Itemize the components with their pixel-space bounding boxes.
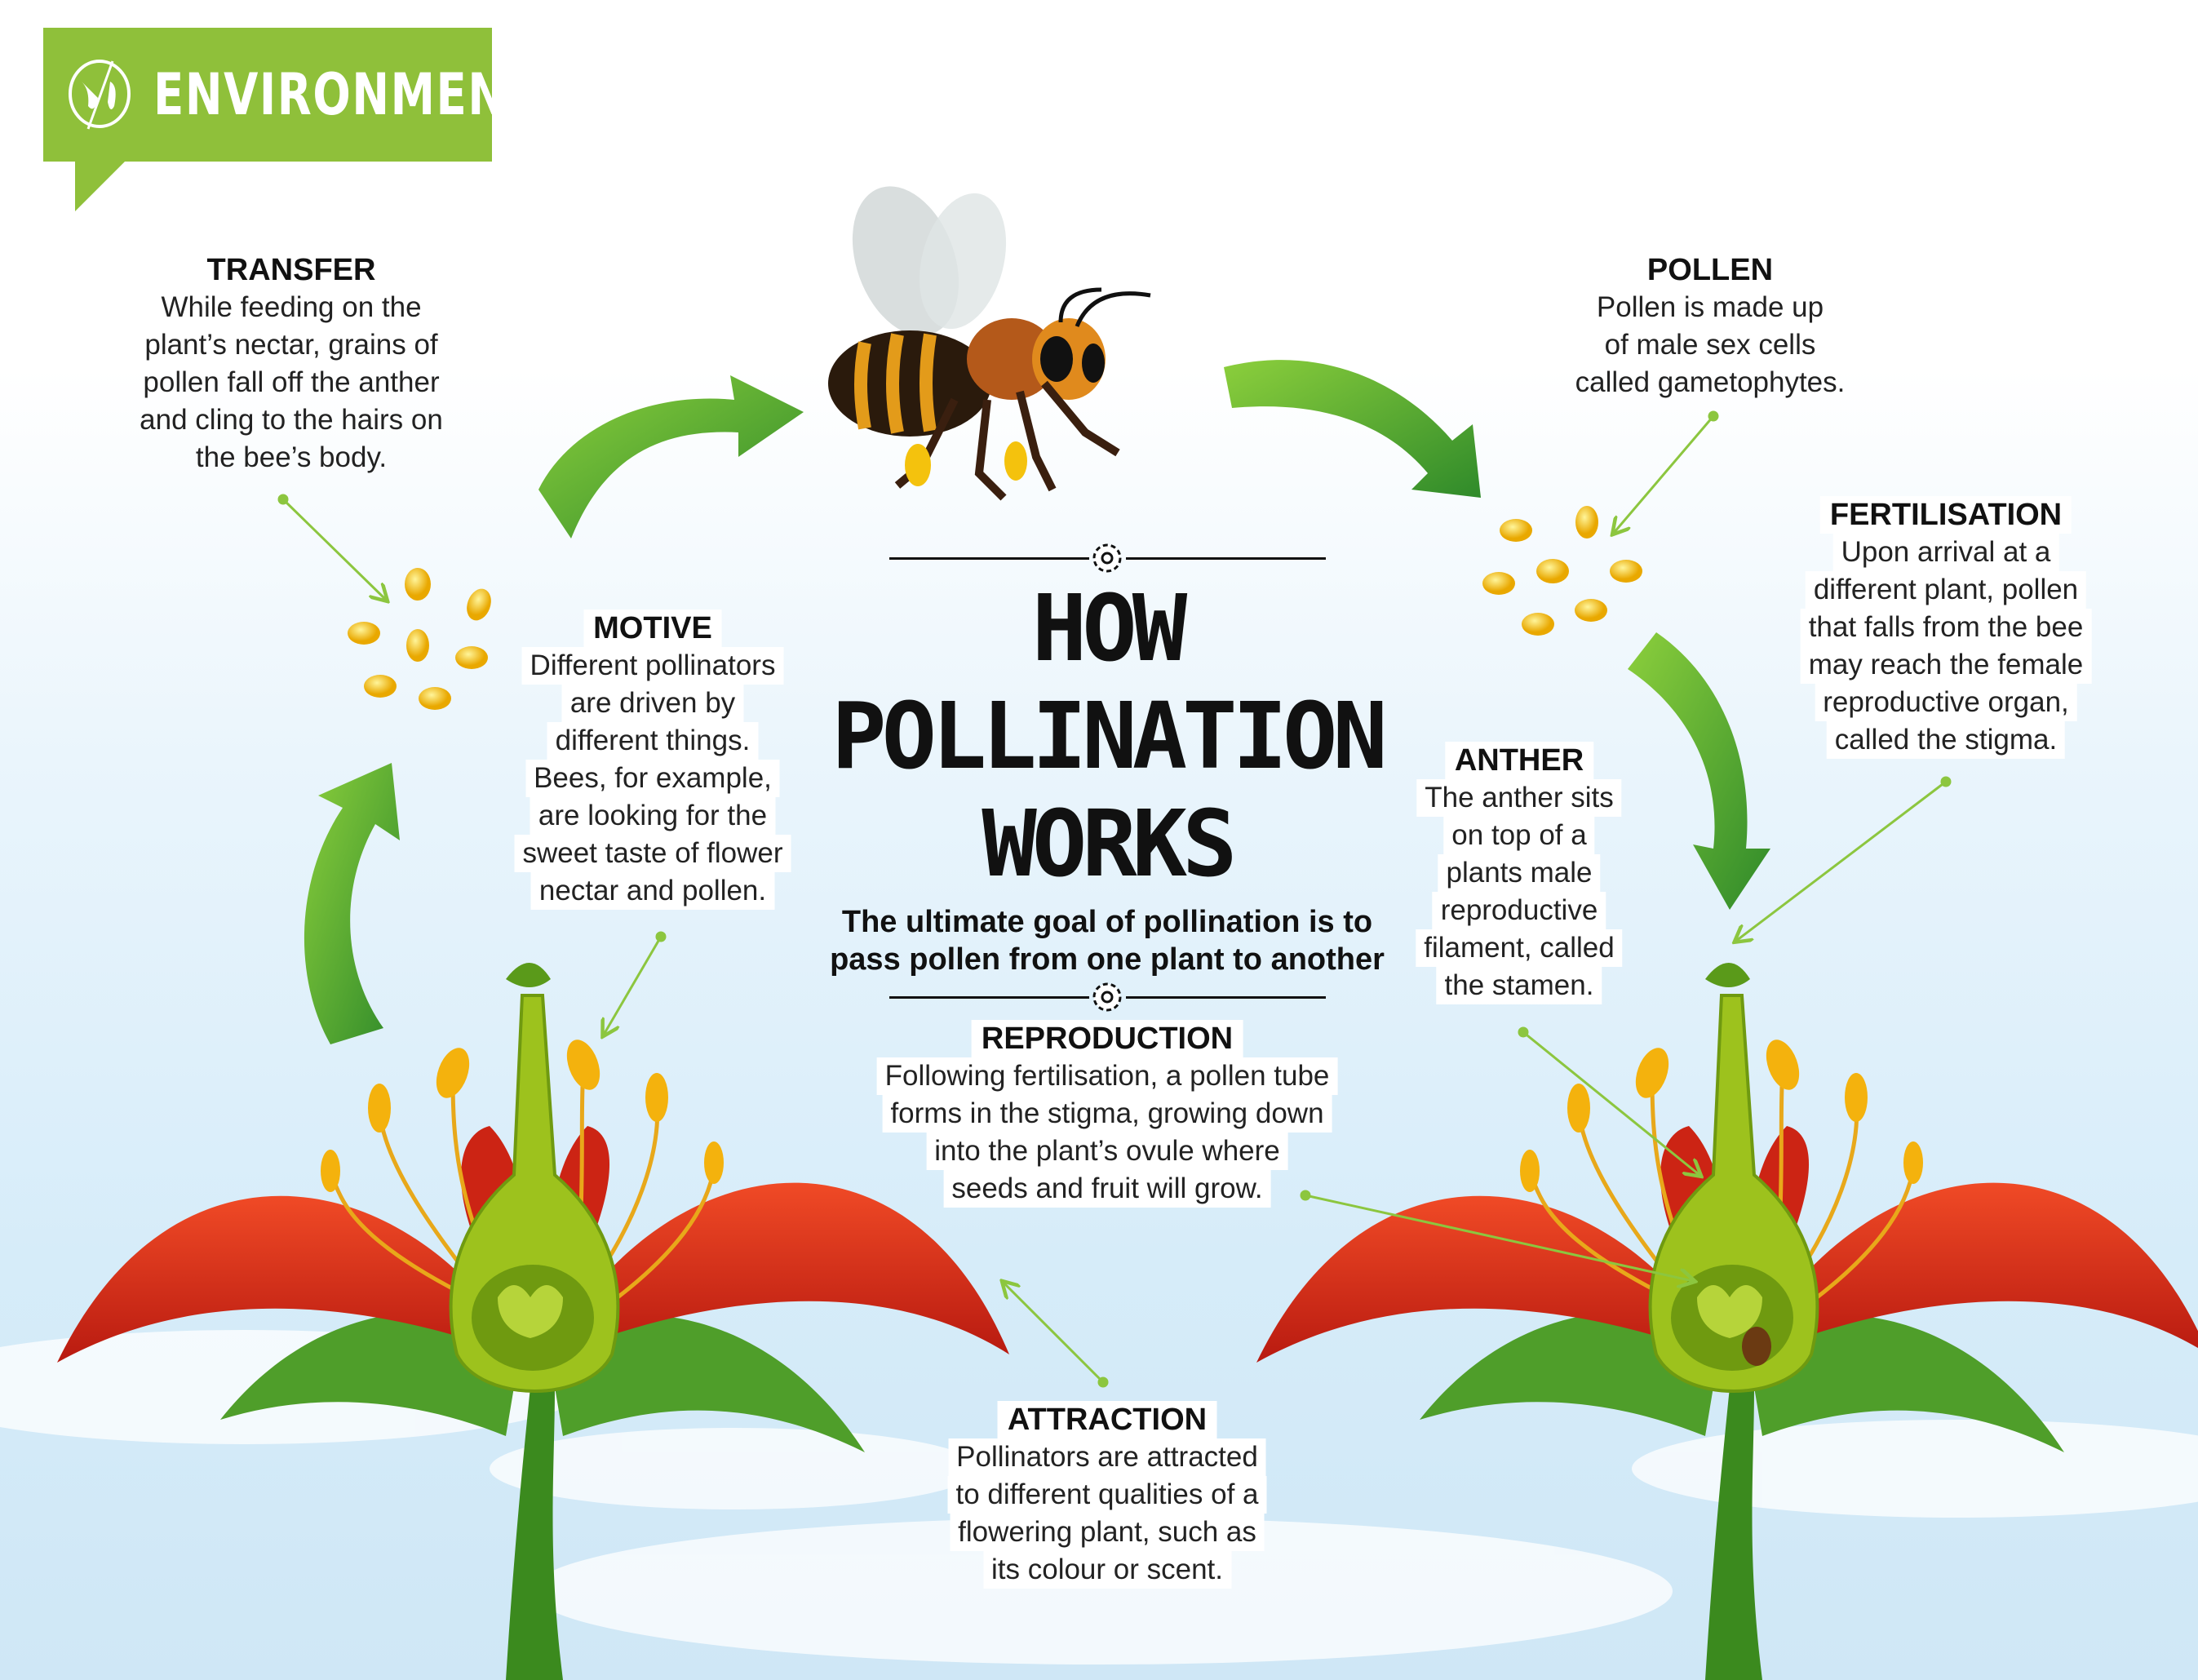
divider-line bbox=[1126, 557, 1326, 560]
section-heading: TRANSFER bbox=[206, 253, 376, 287]
section-text: the stamen. bbox=[1436, 967, 1602, 1004]
section-heading: MOTIVE bbox=[583, 609, 722, 647]
section-text: reproductive bbox=[1432, 892, 1606, 929]
pollen-grains-left bbox=[348, 568, 491, 710]
pollen-grains-right bbox=[1482, 506, 1642, 636]
section-text: are driven by bbox=[561, 685, 744, 722]
section-text: sweet taste of flower bbox=[514, 835, 791, 872]
divider-line bbox=[889, 996, 1089, 999]
left-flower bbox=[57, 963, 1009, 1680]
section-text: filament, called bbox=[1416, 929, 1623, 967]
section-text: different things. bbox=[547, 722, 759, 760]
section-text: plants male bbox=[1438, 854, 1601, 892]
reproduction-section: REPRODUCTION Following fertilisation, a … bbox=[876, 1020, 1338, 1208]
section-text: While feeding on the bbox=[161, 291, 422, 323]
section-heading: ANTHER bbox=[1444, 742, 1594, 779]
section-text: into the plant’s ovule where bbox=[926, 1133, 1288, 1170]
section-text: flowering plant, such as bbox=[950, 1514, 1265, 1551]
section-text: seeds and fruit will grow. bbox=[943, 1170, 1271, 1208]
gear-icon-top bbox=[1092, 543, 1122, 573]
arrow-down-right bbox=[1628, 632, 1770, 910]
section-text: to different qualities of a bbox=[947, 1476, 1267, 1514]
section-text: that falls from the bee bbox=[1800, 609, 2092, 646]
subtitle-line: pass pollen from one plant to another bbox=[830, 942, 1385, 977]
banner-label: ENVIRONMENT bbox=[153, 61, 538, 128]
pointer-lines bbox=[277, 410, 1952, 1388]
section-heading: FERTILISATION bbox=[1819, 496, 2072, 534]
section-text: forms in the stigma, growing down bbox=[882, 1095, 1332, 1133]
section-heading: ATTRACTION bbox=[997, 1401, 1217, 1438]
subtitle-line: The ultimate goal of pollination is to bbox=[841, 905, 1373, 939]
section-text: pollen fall off the anther bbox=[143, 366, 440, 398]
section-heading: REPRODUCTION bbox=[971, 1020, 1243, 1057]
arrow-from-bee bbox=[1224, 360, 1481, 498]
page-title: HOW POLLINATION WORKS The ultimate goal … bbox=[830, 575, 1388, 978]
section-text: Pollen is made up bbox=[1596, 291, 1824, 323]
divider-line bbox=[1126, 996, 1326, 999]
section-text: Bees, for example, bbox=[525, 760, 780, 797]
arrow-up-left bbox=[304, 763, 400, 1044]
section-text: called the stigma. bbox=[1826, 721, 2066, 759]
section-text: different plant, pollen bbox=[1805, 571, 2087, 609]
section-text: the bee’s body. bbox=[195, 441, 388, 473]
section-text: Different pollinators bbox=[521, 647, 784, 685]
divider-line bbox=[889, 557, 1089, 560]
section-text: of male sex cells bbox=[1604, 329, 1816, 361]
section-text: nectar and pollen. bbox=[530, 872, 775, 910]
banner-tail bbox=[75, 161, 126, 211]
gear-icon-bottom bbox=[1092, 982, 1122, 1012]
title-line: POLLINATION bbox=[831, 684, 1388, 790]
section-text: plant’s nectar, grains of bbox=[144, 329, 438, 361]
pollen-section: POLLEN Pollen is made up of male sex cel… bbox=[1567, 251, 1854, 401]
section-heading: POLLEN bbox=[1646, 253, 1774, 287]
section-text: may reach the female bbox=[1800, 646, 2092, 684]
section-text: are looking for the bbox=[530, 797, 776, 835]
motive-section: MOTIVE Different pollinators are driven … bbox=[514, 609, 791, 910]
section-text: and cling to the hairs on bbox=[140, 404, 443, 436]
section-text: Following fertilisation, a pollen tube bbox=[876, 1057, 1338, 1095]
bee-illustration bbox=[828, 186, 1151, 501]
section-text: reproductive organ, bbox=[1815, 684, 2077, 721]
transfer-section: TRANSFER While feeding on the plant’s ne… bbox=[131, 251, 451, 477]
section-banner bbox=[43, 28, 492, 162]
globe-icon bbox=[69, 60, 131, 130]
anther-section: ANTHER The anther sits on top of a plant… bbox=[1416, 742, 1623, 1004]
seed bbox=[1742, 1327, 1771, 1366]
attraction-section: ATTRACTION Pollinators are attracted to … bbox=[947, 1401, 1267, 1589]
title-line: WORKS bbox=[982, 791, 1237, 898]
section-text: The anther sits bbox=[1416, 779, 1622, 817]
fertilisation-section: FERTILISATION Upon arrival at a differen… bbox=[1800, 496, 2092, 759]
arrow-to-bee bbox=[538, 375, 804, 539]
section-text: Upon arrival at a bbox=[1832, 534, 2059, 571]
section-text: on top of a bbox=[1443, 817, 1595, 854]
section-text: called gametophytes. bbox=[1575, 366, 1846, 398]
cycle-arrows bbox=[304, 360, 1770, 1044]
title-line: HOW bbox=[1031, 576, 1187, 682]
section-text: its colour or scent. bbox=[983, 1551, 1231, 1589]
section-text: Pollinators are attracted bbox=[948, 1438, 1266, 1476]
